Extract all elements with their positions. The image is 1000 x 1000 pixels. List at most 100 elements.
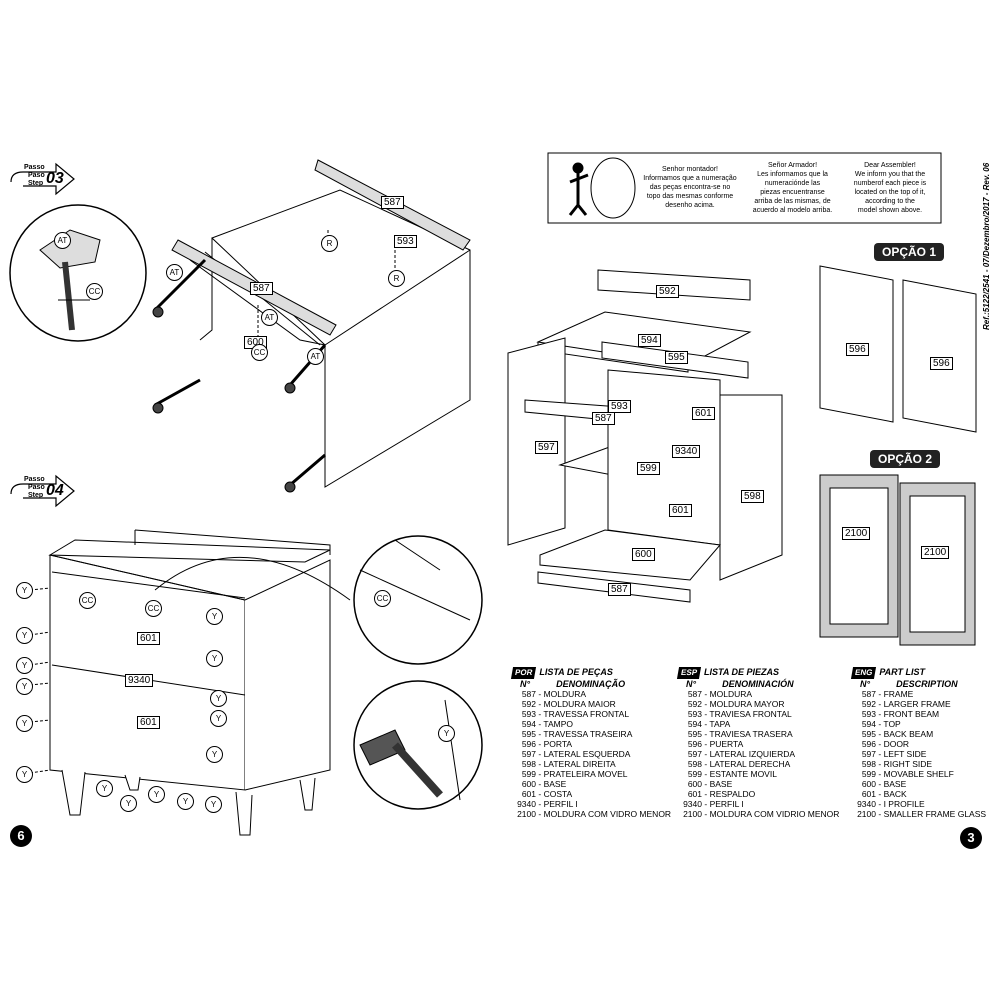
item-name: BACK BEAM — [883, 729, 934, 739]
list-item: 597 - LATERAL IZQUIERDA — [678, 749, 848, 759]
item-separator: - — [876, 789, 884, 799]
item-separator: - — [876, 809, 884, 819]
item-number: 597 — [521, 749, 536, 759]
item-separator: - — [876, 759, 884, 769]
item-number: 592 — [687, 699, 702, 709]
list-item: 2100 - MOLDURA COM VIDRIO MENOR — [678, 809, 848, 819]
item-name: TRAVESSA FRONTAL — [543, 709, 630, 719]
part-label-593: 593 — [608, 400, 631, 413]
item-separator: - — [702, 779, 710, 789]
part-label-2100: 2100 — [921, 546, 950, 559]
item-name: BASE — [709, 779, 733, 789]
item-name: FRAME — [883, 689, 914, 699]
item-number: 597 — [861, 749, 876, 759]
list-item: 595 - TRAVESSA TRASEIRA — [512, 729, 677, 739]
part-label-597: 597 — [535, 441, 558, 454]
item-separator: - — [702, 759, 710, 769]
list-item: 9340 - I PROFILE — [852, 799, 992, 809]
item-name: LARGER FRAME — [883, 699, 951, 709]
part-label-587: 587 — [592, 412, 615, 425]
list-title: LISTA DE PEÇAS — [539, 667, 613, 677]
notice-por: Senhor montador! Informamos que a numera… — [640, 165, 740, 210]
item-separator: - — [536, 699, 544, 709]
item-name: MOLDURA COM VIDRIO MENOR — [709, 809, 840, 819]
item-number: 598 — [521, 759, 536, 769]
item-separator: - — [536, 689, 544, 699]
item-separator: - — [536, 719, 544, 729]
item-separator: - — [536, 769, 544, 779]
item-number: 593 — [687, 709, 702, 719]
item-separator: - — [536, 739, 544, 749]
part-label-601: 601 — [137, 716, 160, 729]
item-name: TAMPO — [543, 719, 573, 729]
item-number: 2100 — [857, 809, 876, 819]
item-name: PERFIL I — [709, 799, 744, 809]
list-item: 598 - LATERAL DERECHA — [678, 759, 848, 769]
item-number: 595 — [861, 729, 876, 739]
item-name: RIGHT SIDE — [883, 759, 933, 769]
item-number: 598 — [687, 759, 702, 769]
flag-esp: ESP — [676, 667, 702, 679]
item-separator: - — [536, 809, 544, 819]
notice-line: Dear Assembler! — [864, 162, 916, 169]
list-item: 599 - ESTANTE MOVIL — [678, 769, 848, 779]
item-number: 587 — [521, 689, 536, 699]
list-item: 596 - PORTA — [512, 739, 677, 749]
step-4-header: Passo Paso Step 04 — [8, 474, 78, 508]
notice-line: numberof each piece is — [853, 180, 927, 187]
list-item: 9340 - PERFIL I — [512, 799, 677, 809]
item-separator: - — [536, 799, 544, 809]
list-item: 601 - BACK — [852, 789, 992, 799]
notice-esp: Señor Armador! Les informamos que la num… — [745, 161, 840, 215]
detail-circle-hammer — [353, 680, 483, 810]
part-label-587: 587 — [250, 282, 273, 295]
list-item: 594 - TOP — [852, 719, 992, 729]
item-number: 594 — [687, 719, 702, 729]
item-number: 9340 — [517, 799, 536, 809]
item-number: 599 — [861, 769, 876, 779]
list-title: LISTA DE PIEZAS — [704, 667, 780, 677]
list-item: 587 - MOLDURA — [678, 689, 848, 699]
item-number: 2100 — [683, 809, 702, 819]
item-name: MOLDURA — [543, 689, 587, 699]
list-item: 601 - COSTA — [512, 789, 677, 799]
item-name: TRAVESSA TRASEIRA — [543, 729, 633, 739]
col-name-header: DENOMINACIÓN — [722, 679, 794, 689]
item-separator: - — [876, 699, 884, 709]
part-label-593: 593 — [394, 235, 417, 248]
callout-y: Y — [210, 710, 227, 727]
item-separator: - — [876, 779, 884, 789]
list-item: 601 - RESPALDO — [678, 789, 848, 799]
item-name: LATERAL DIREITA — [543, 759, 616, 769]
notice-line: located on the top of it, — [854, 189, 926, 196]
callout-cc: CC — [145, 600, 162, 617]
list-item: 600 - BASE — [678, 779, 848, 789]
item-separator: - — [876, 709, 884, 719]
step-label-line: Step — [28, 492, 44, 499]
document-reference: Ref.:5122/2541 - 07/Dezembro/2017 - Rev.… — [982, 162, 991, 330]
item-number: 599 — [687, 769, 702, 779]
list-item: 2100 - SMALLER FRAME GLASS — [852, 809, 992, 819]
item-name: TRAVIESA TRASERA — [709, 729, 793, 739]
item-number: 600 — [861, 779, 876, 789]
callout-y: Y — [96, 780, 113, 797]
option-2-badge: OPÇÃO 2 — [870, 450, 941, 468]
item-number: 9340 — [857, 799, 876, 809]
item-number: 594 — [521, 719, 536, 729]
item-name: MOVABLE SHELF — [883, 769, 954, 779]
callout-y: Y — [16, 657, 33, 674]
notice-eng: Dear Assembler! We inform you that the n… — [840, 161, 940, 215]
part-label-599: 599 — [637, 462, 660, 475]
item-name: LATERAL IZQUIERDA — [709, 749, 796, 759]
callout-y: Y — [205, 796, 222, 813]
item-number: 587 — [687, 689, 702, 699]
list-item: 592 - MOLDURA MAIOR — [512, 699, 677, 709]
list-item: 592 - LARGER FRAME — [852, 699, 992, 709]
callout-y: Y — [16, 627, 33, 644]
notice-line: We inform you that the — [854, 171, 926, 178]
part-label-594: 594 — [638, 334, 661, 347]
callout-y: Y — [206, 608, 223, 625]
option-1-badge: OPÇÃO 1 — [874, 243, 945, 261]
item-number: 597 — [687, 749, 702, 759]
